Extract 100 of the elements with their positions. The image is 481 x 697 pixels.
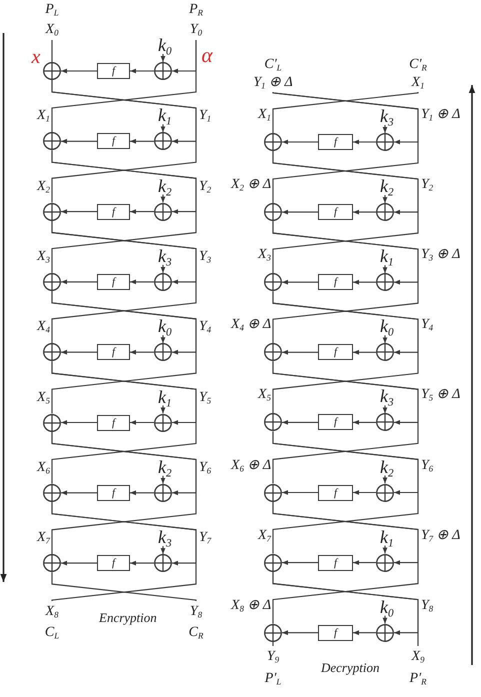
key-label: k$_{0}$ <box>380 598 394 616</box>
key-label: k$_{3}$ <box>380 387 394 406</box>
function-box: f <box>318 484 353 500</box>
arrow <box>61 209 97 214</box>
circled-plus-icon <box>264 484 282 502</box>
arrow <box>353 140 376 144</box>
function-box: f <box>318 624 353 641</box>
arrow <box>282 490 318 495</box>
key-label: k$_{2}$ <box>158 176 172 195</box>
arrow <box>61 68 97 74</box>
circled-plus-icon <box>376 624 394 642</box>
key-label: k$_{3}$ <box>380 107 394 125</box>
arrow <box>61 350 97 355</box>
arrow <box>61 280 97 284</box>
signal-label: X$_{5}$ <box>37 390 50 406</box>
key-label: k$_{1}$ <box>380 247 394 266</box>
function-box: f <box>318 204 353 220</box>
signal-label: X$_{6}$ <box>37 460 50 476</box>
variable-label: α <box>202 43 213 68</box>
arrow <box>61 560 97 566</box>
circled-plus-icon <box>376 554 394 572</box>
circled-plus-icon <box>154 132 172 150</box>
circled-plus-icon <box>376 343 394 362</box>
key-label: k$_{0}$ <box>158 317 172 336</box>
signal-label: Y$_{3}$ <box>199 248 212 265</box>
signal-label: X$_{2}$ ⊕ Δ <box>231 177 272 194</box>
circled-plus-icon <box>264 133 282 151</box>
signal-label: Y$_{2}$ <box>421 177 434 194</box>
arrow <box>160 264 166 273</box>
arrow <box>282 210 318 214</box>
circled-plus-icon <box>264 624 282 642</box>
circled-plus-icon <box>43 132 61 150</box>
variable-label: x <box>32 46 40 68</box>
variable-label: P$_{L}$ <box>45 2 59 17</box>
circled-plus-icon <box>154 343 172 362</box>
circled-plus-icon <box>154 272 172 291</box>
variable-label: C$_{L}$ <box>44 625 60 640</box>
variable-label: Y$_{0}$ <box>190 22 202 37</box>
signal-label: X$_{1}$ <box>37 108 50 124</box>
function-box: f <box>97 204 130 220</box>
signal-label: X$_{4}$ <box>37 319 50 336</box>
function-box: f <box>318 344 353 360</box>
wire-line <box>51 572 197 602</box>
arrow <box>160 54 166 62</box>
wire-line <box>272 151 419 274</box>
circled-plus-icon <box>376 413 394 432</box>
signal-label: X$_{5}$ <box>258 387 271 404</box>
signal-label: Y$_{2}$ <box>199 178 212 195</box>
circled-plus-icon <box>376 484 394 502</box>
arrow <box>382 616 388 624</box>
circled-plus-icon <box>154 484 172 502</box>
signal-label: Y$_{6}$ <box>199 460 212 476</box>
variable-label: X$_{0}$ <box>46 22 58 37</box>
arrow <box>282 280 318 285</box>
circled-plus-icon <box>376 273 394 292</box>
signal-label: Y$_{7}$ <box>199 530 212 546</box>
key-label: k$_{2}$ <box>380 177 394 196</box>
signal-label: Y$_{8}$ <box>421 598 434 614</box>
circled-plus-icon <box>43 414 61 432</box>
key-label: k$_{1}$ <box>158 388 172 406</box>
section-caption: Encryption <box>99 610 157 626</box>
signal-label: X$_{8}$ ⊕ Δ <box>231 598 272 614</box>
arrow <box>160 476 166 484</box>
signal-label: Y$_{1}$ <box>199 108 212 124</box>
wire-line <box>272 92 419 133</box>
variable-label: Y$_{8}$ <box>190 604 202 619</box>
arrow <box>130 138 154 144</box>
wire-line <box>51 80 197 203</box>
arrow <box>130 560 154 566</box>
arrow <box>353 630 376 636</box>
arrow <box>353 210 376 214</box>
wire-line <box>51 502 197 602</box>
key-label: k$_{1}$ <box>158 106 172 124</box>
arrow <box>353 490 376 495</box>
variable-label: X$_{9}$ <box>412 649 424 664</box>
arrow <box>282 350 318 355</box>
circled-plus-icon <box>154 202 172 221</box>
signal-label: Y$_{6}$ <box>421 458 434 474</box>
variable-label: C′$_{R}$ <box>409 57 427 72</box>
circled-plus-icon <box>264 554 282 572</box>
arrow <box>130 68 154 74</box>
wire-line <box>51 290 197 414</box>
arrow <box>382 335 388 344</box>
arrow <box>382 405 388 414</box>
function-box: f <box>97 414 130 430</box>
circled-plus-icon <box>43 272 61 291</box>
variable-label: C$_{R}$ <box>188 625 204 640</box>
signal-label: Y$_{5}$ <box>199 390 212 406</box>
function-box: f <box>97 63 130 79</box>
circled-plus-icon <box>264 413 282 432</box>
key-label: k$_{3}$ <box>158 528 172 546</box>
arrow <box>382 546 388 554</box>
signal-label: Y$_{1}$ ⊕ Δ <box>421 107 460 124</box>
function-box: f <box>97 274 130 290</box>
arrow <box>382 476 388 484</box>
arrow <box>353 280 376 285</box>
signal-label: X$_{1}$ <box>258 107 271 124</box>
circled-plus-icon <box>154 554 172 572</box>
arrow <box>282 630 318 636</box>
variable-label: X$_{1}$ <box>412 75 424 90</box>
